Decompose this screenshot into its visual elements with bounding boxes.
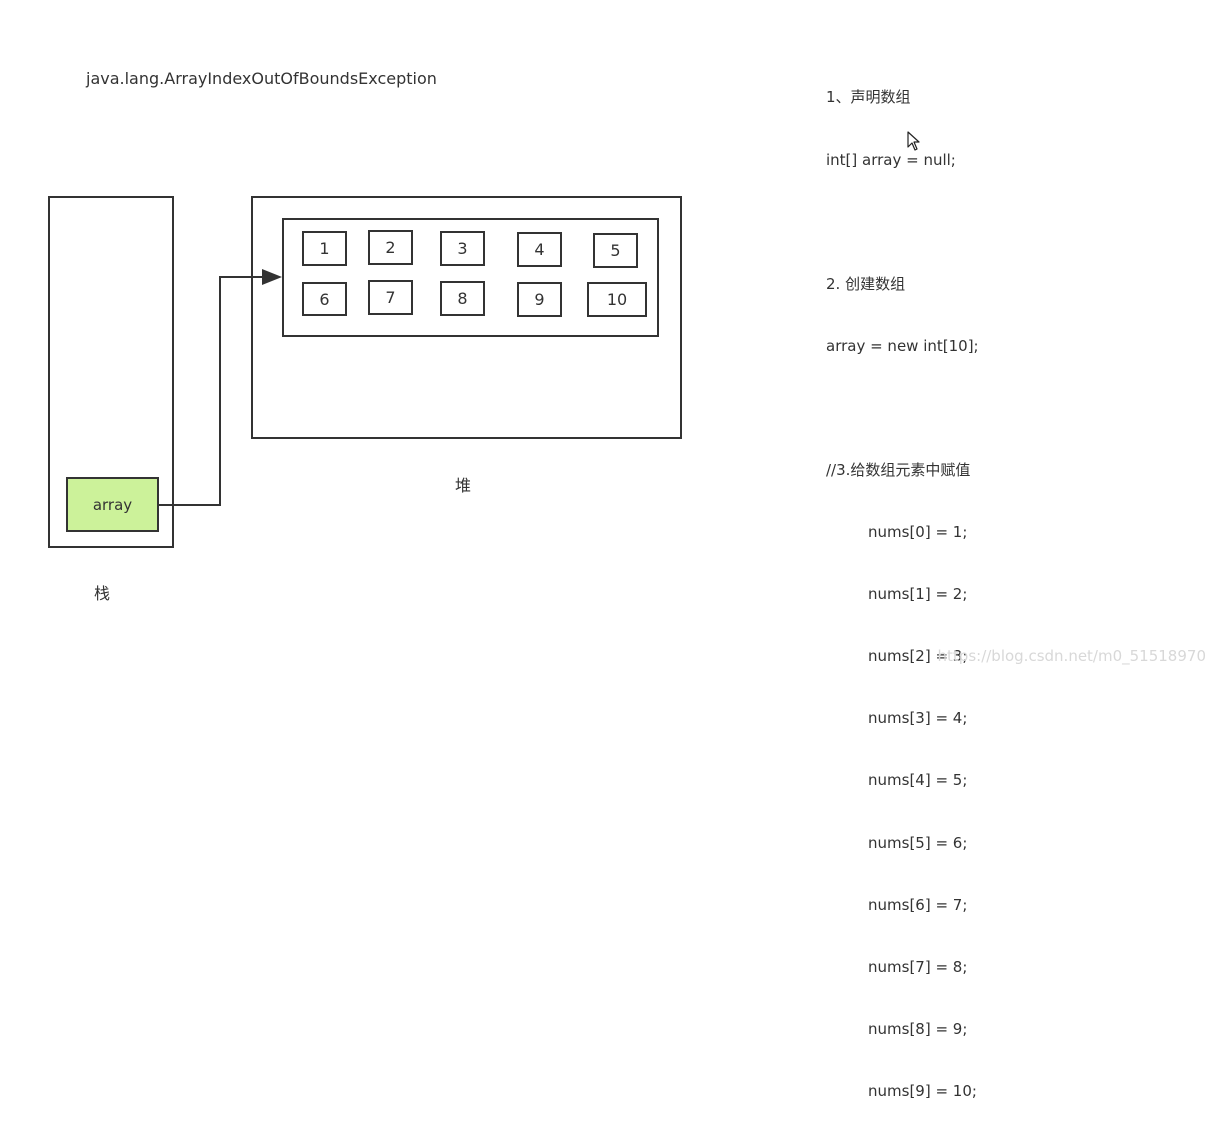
heap-label: 堆 xyxy=(455,476,472,495)
code-line: 1、声明数组 xyxy=(826,88,911,107)
mouse-pointer-icon xyxy=(907,131,920,151)
assignment-line: nums[3] = 4; xyxy=(868,709,968,728)
assignment-line: nums[0] = 1; xyxy=(868,523,968,542)
exception-label: java.lang.ArrayIndexOutOfBoundsException xyxy=(86,69,437,88)
stack-label: 栈 xyxy=(94,584,111,603)
array-cell: 1 xyxy=(302,231,347,266)
assignment-line: nums[7] = 8; xyxy=(868,957,968,976)
heap-array-container xyxy=(282,218,659,337)
array-cell: 5 xyxy=(593,233,638,268)
array-cell: 7 xyxy=(368,280,413,315)
code-line xyxy=(826,212,979,233)
array-cell: 4 xyxy=(517,232,562,267)
watermark: https://blog.csdn.net/m0_51518970 xyxy=(937,647,1206,665)
assignment-line: nums[1] = 2; xyxy=(868,585,968,604)
assignment-line: nums[4] = 5; xyxy=(868,771,968,790)
assignment-line: nums[9] = 10; xyxy=(868,1081,977,1100)
code-line xyxy=(826,398,979,419)
code-line: int[] array = null; xyxy=(826,150,956,169)
reference-arrow-line xyxy=(159,276,262,506)
array-cell: 2 xyxy=(368,230,413,265)
array-cell: 8 xyxy=(440,281,485,316)
array-cell: 6 xyxy=(302,282,347,316)
assignment-line: nums[2] = 3; xyxy=(868,647,968,666)
array-cell: 9 xyxy=(517,282,562,317)
assignment-line: nums[6] = 7; xyxy=(868,895,968,914)
array-reference-label: array xyxy=(92,495,133,514)
assignment-line: nums[5] = 6; xyxy=(868,833,968,852)
code-panel: 1、声明数组 int[] array = null; 2. 创建数组 array… xyxy=(826,46,979,1122)
code-line: //3.给数组元素中赋值 xyxy=(826,460,971,479)
array-cell: 3 xyxy=(440,231,485,266)
array-cell: 10 xyxy=(587,282,647,317)
code-line: array = new int[10]; xyxy=(826,336,979,355)
code-line: 2. 创建数组 xyxy=(826,274,906,293)
array-reference-box: array xyxy=(66,477,159,532)
assignment-line: nums[8] = 9; xyxy=(868,1019,968,1038)
